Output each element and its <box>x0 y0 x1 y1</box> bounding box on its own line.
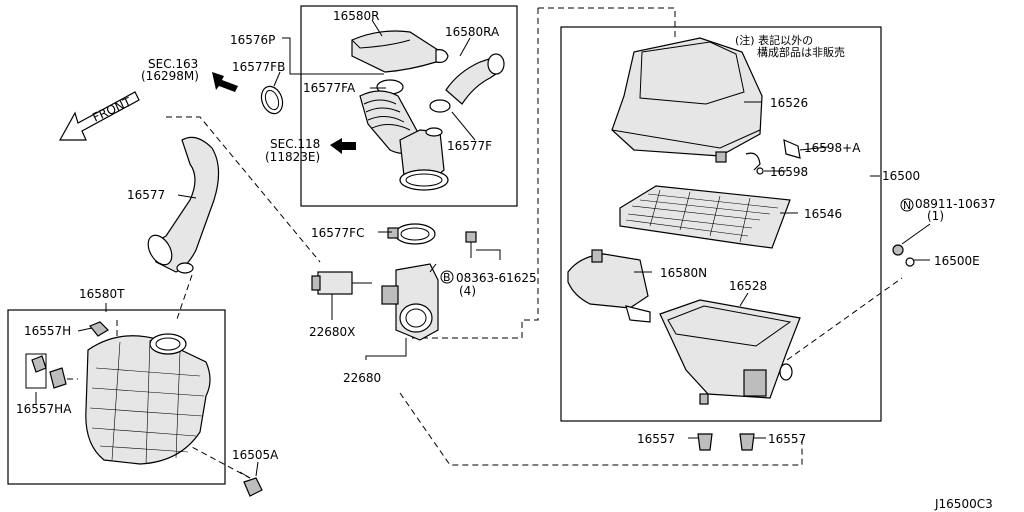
label-08911-10637: 08911-10637 <box>915 197 996 211</box>
label-16580RA: 16580RA <box>445 25 500 39</box>
part-16557HA-clip <box>25 353 67 389</box>
part-22680-air-flow-meter <box>381 263 439 341</box>
part-16580RA-hose <box>445 53 505 105</box>
label-16505A: 16505A <box>232 448 279 462</box>
nut-symbol: N <box>903 199 911 212</box>
nut-08911-callout: N 08911-10637 (1) <box>900 197 996 223</box>
part-16598A-clip <box>783 139 801 159</box>
part-22680X-sensor <box>311 271 372 295</box>
label-16577F: 16577F <box>447 139 492 153</box>
leader-lines <box>35 19 931 477</box>
bolt-symbol: B <box>443 271 451 284</box>
label-16576P: 16576P <box>230 33 275 47</box>
label-16500: 16500 <box>882 169 920 183</box>
part-labels: 16580R 16580RA 16576P 16577FB 16577FA 16… <box>16 9 996 511</box>
part-16505A-bolt <box>239 471 263 497</box>
label-22680: 22680 <box>343 371 381 385</box>
label-16598: 16598 <box>770 165 808 179</box>
bolt-08363-callout: B 08363-61625 (4) <box>440 270 537 298</box>
bolt-08363-icon <box>465 231 477 258</box>
label-16557-left: 16557 <box>637 432 675 446</box>
label-16557H: 16557H <box>24 324 71 338</box>
part-16577F-elbow <box>399 127 449 191</box>
part-16580N-duct <box>567 249 651 323</box>
front-direction-arrow: FRONT <box>58 91 140 141</box>
label-16546: 16546 <box>804 207 842 221</box>
dashed-leaders <box>57 7 903 479</box>
resonator-group-box <box>7 309 226 485</box>
part-16577FC-clamp <box>387 223 436 245</box>
label-16557-right: 16557 <box>768 432 806 446</box>
sec-163-ref: SEC.163 (16298M) <box>141 57 238 92</box>
label-16528: 16528 <box>729 279 767 293</box>
label-16577: 16577 <box>127 188 165 202</box>
part-16580R-air-duct <box>351 30 449 73</box>
part-16598-clip <box>745 152 764 175</box>
label-16580T: 16580T <box>79 287 125 301</box>
sec-118-ref: SEC.118 (11823E) <box>265 137 356 164</box>
label-16577FB: 16577FB <box>232 60 285 74</box>
label-16577FC: 16577FC <box>311 226 364 240</box>
part-16500E-nut <box>892 244 915 267</box>
part-16577-intake-pipe <box>147 136 220 274</box>
part-16557H-clip <box>89 321 109 337</box>
air-cleaner-group-box <box>560 26 882 422</box>
label-16598A: 16598+A <box>804 141 861 155</box>
note-line2: 構成部品は非販売 <box>757 45 845 59</box>
note-line1: (注) 表記以外の <box>735 33 813 47</box>
label-16577FA: 16577FA <box>303 81 356 95</box>
sec118-line1: SEC.118 <box>270 137 320 151</box>
front-label: FRONT <box>90 94 134 124</box>
sec118-arrow-icon <box>330 138 356 154</box>
label-16526: 16526 <box>770 96 808 110</box>
label-16580N: 16580N <box>660 266 707 280</box>
label-08911-qty: (1) <box>927 209 944 223</box>
sec163-line2: (16298M) <box>141 69 199 83</box>
part-16580T-resonator <box>85 333 211 465</box>
diagram-id: J16500C3 <box>934 497 993 511</box>
label-22680X: 22680X <box>309 325 355 339</box>
label-16500E: 16500E <box>934 254 980 268</box>
label-08363-qty: (4) <box>459 284 476 298</box>
part-16528-lower-case <box>659 299 801 399</box>
label-08363-61625: 08363-61625 <box>456 271 537 285</box>
part-16557-grommets <box>697 393 755 451</box>
sec163-arrow-icon <box>212 72 238 92</box>
part-16577FB-clamp <box>260 85 284 115</box>
label-16580R: 16580R <box>333 9 380 23</box>
duct-group-box <box>300 5 518 207</box>
part-16526-upper-case <box>611 37 763 163</box>
part-16546-filter-element <box>619 185 791 249</box>
sec118-line2: (11823E) <box>265 150 320 164</box>
sec163-line1: SEC.163 <box>148 57 198 71</box>
label-16557HA: 16557HA <box>16 402 72 416</box>
